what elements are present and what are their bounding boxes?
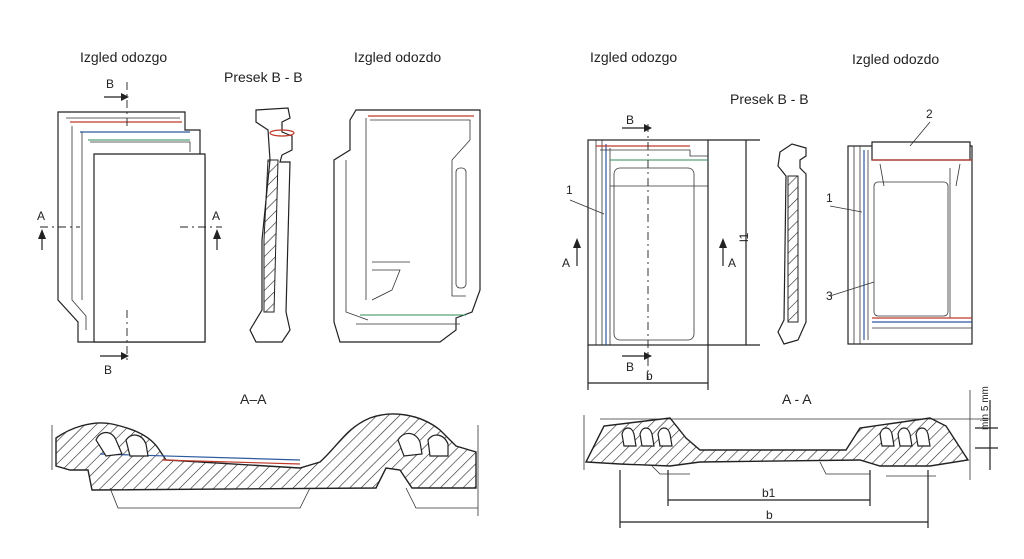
right-dim-l1: l1: [737, 232, 751, 242]
left-tile-group: Izgled odozgo A A B B: [37, 49, 481, 516]
left-cut-b-label-t: B: [106, 77, 114, 91]
left-cut-b-label-b: B: [104, 363, 112, 377]
right-callout-1-bottom: 1: [826, 191, 833, 205]
right-cut-b-t: B: [626, 113, 634, 127]
right-section-aa: A - A b1 b min 5 mm: [583, 386, 998, 528]
left-cut-a-label-r: A: [212, 209, 220, 223]
left-bottom-view: Izgled odozdo: [333, 49, 481, 343]
right-bottom-view-title: Izgled odozdo: [852, 51, 939, 67]
right-section-bb-title: Presek B - B: [730, 91, 809, 107]
right-callout-1-top: 1: [566, 183, 573, 197]
right-section-bb: Presek B - B: [730, 91, 809, 345]
right-cut-a-l: A: [562, 256, 570, 270]
right-tile-group: Izgled odozgo l1 b 1 A A: [562, 49, 998, 528]
left-section-bb-title: Presek B - B: [224, 69, 303, 85]
left-section-aa: A–A: [51, 391, 479, 516]
left-top-view: Izgled odozgo A A B B: [37, 49, 222, 377]
right-cut-b-b: B: [626, 360, 634, 374]
right-callout-2: 2: [926, 107, 933, 121]
right-dim-b-top: b: [646, 369, 653, 383]
right-dim-b-bottom: b: [766, 508, 773, 522]
right-bottom-view: Izgled odozdo 2 1 3: [826, 51, 973, 345]
right-cut-a-r: A: [728, 256, 736, 270]
left-top-view-title: Izgled odozgo: [80, 49, 167, 65]
left-section-bb: Presek B - B: [224, 69, 303, 343]
right-section-aa-title: A - A: [782, 391, 812, 407]
left-cut-a-label-l: A: [37, 209, 45, 223]
right-callout-3: 3: [826, 289, 833, 303]
right-min-gap: min 5 mm: [980, 386, 991, 430]
left-bottom-view-title: Izgled odozdo: [354, 49, 441, 65]
left-section-aa-title: A–A: [240, 391, 267, 407]
right-dim-b1: b1: [762, 486, 776, 500]
right-top-view: Izgled odozgo l1 b 1 A A: [562, 49, 760, 390]
right-top-view-title: Izgled odozgo: [590, 49, 677, 65]
